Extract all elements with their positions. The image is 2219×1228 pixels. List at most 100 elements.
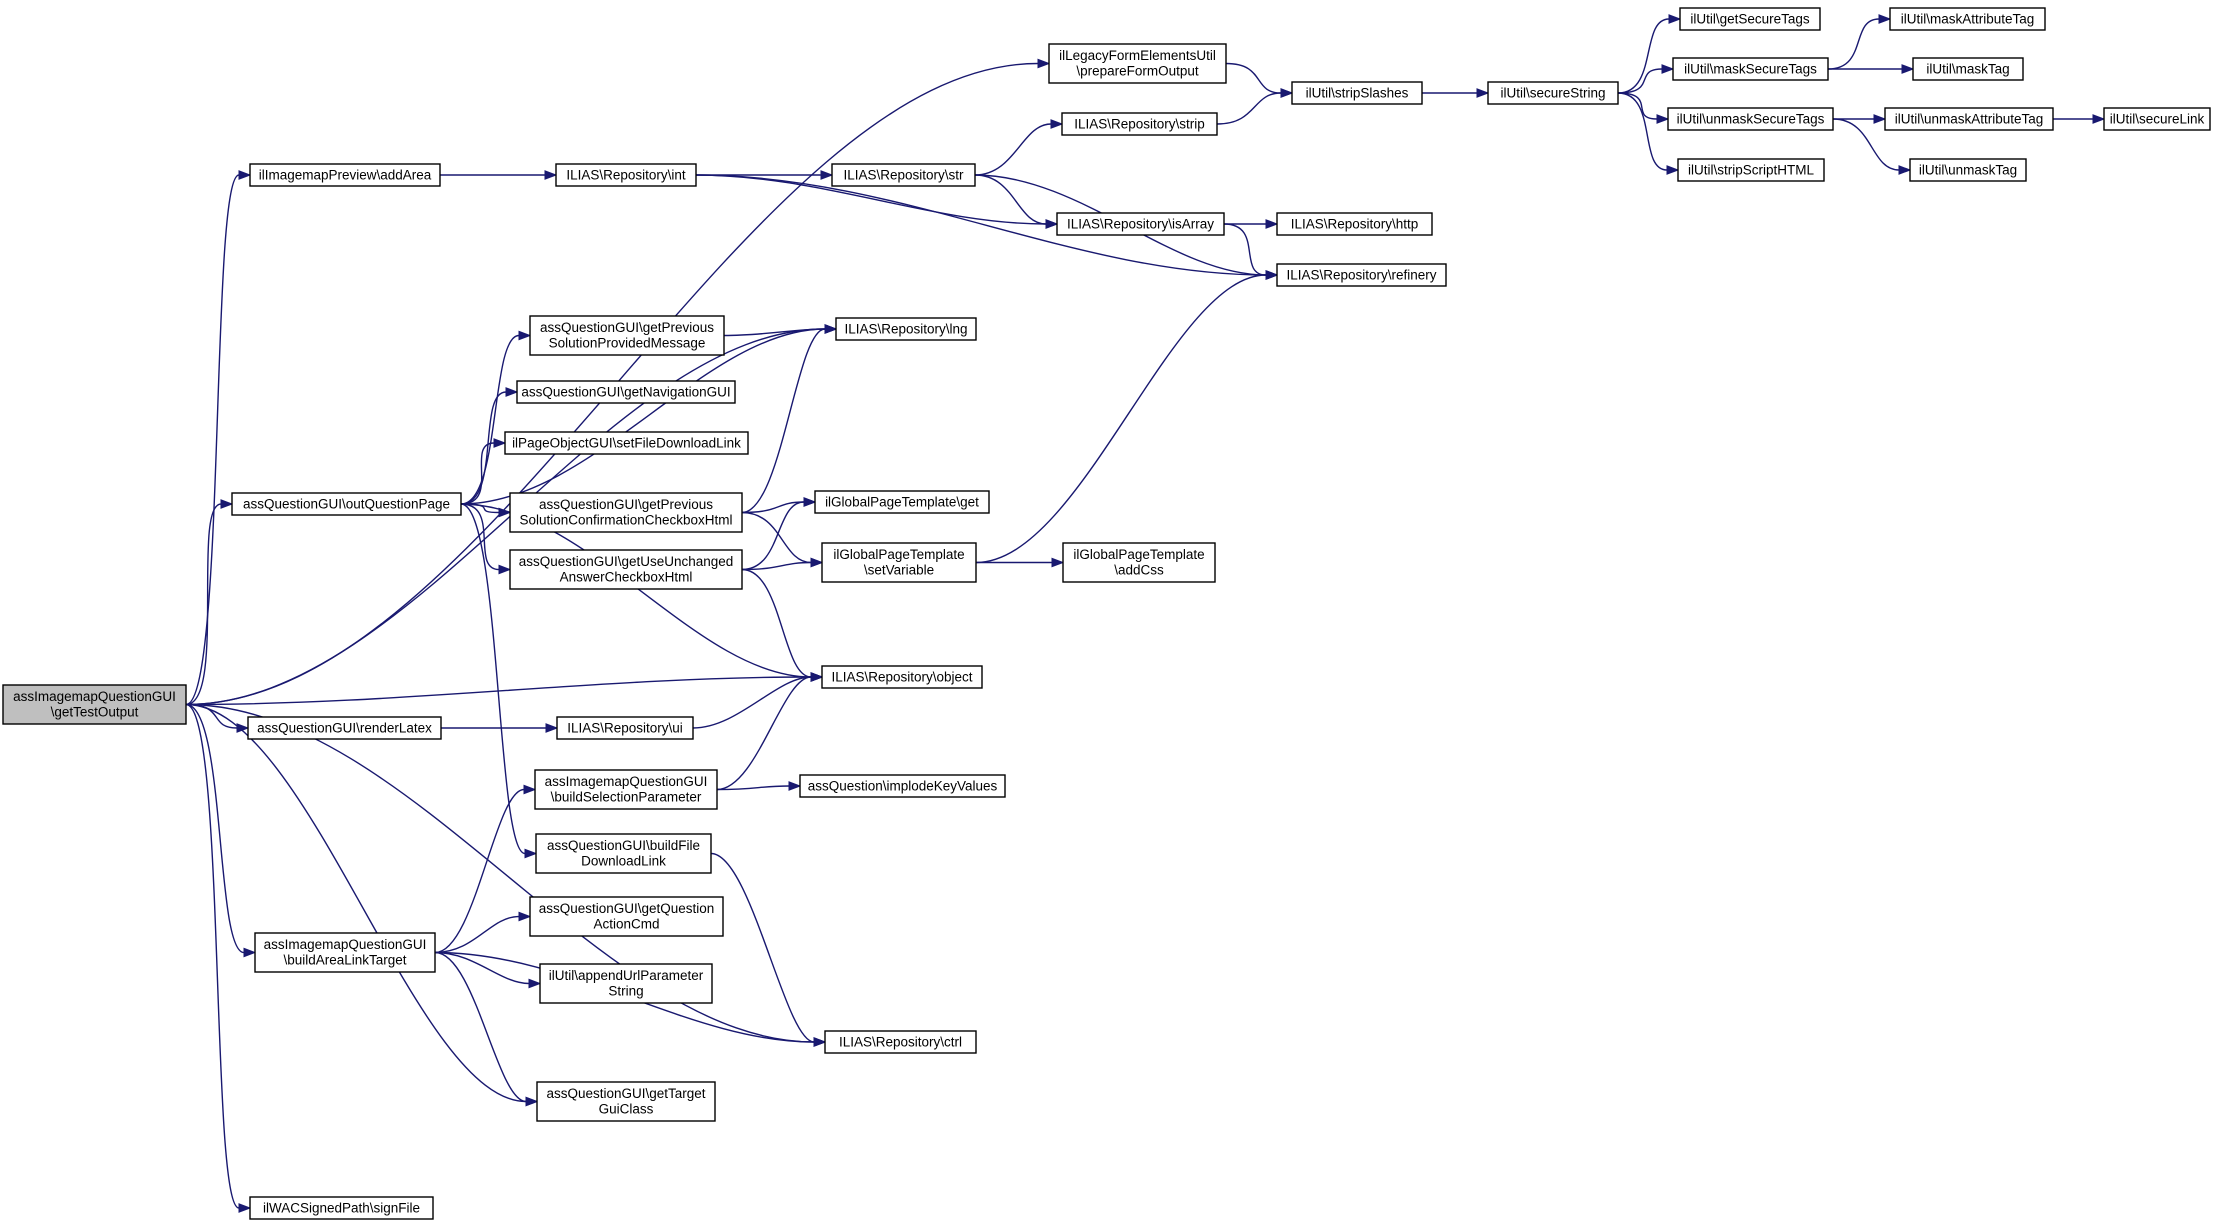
- node-mask-secure-tags[interactable]: ilUtil\maskSecureTags: [1672, 57, 1829, 81]
- node-unmask-secure-tags[interactable]: ilUtil\unmaskSecureTags: [1667, 107, 1834, 131]
- edge-build-area-link-to-get-target-gui: [434, 951, 527, 1103]
- edge-get-prev-conf-to-lng: [741, 328, 826, 514]
- node-render-latex[interactable]: assQuestionGUI\renderLatex: [247, 716, 442, 740]
- node-label: ILIAS\Repository\object: [831, 669, 972, 684]
- arrowhead-get-target-gui: [525, 1096, 539, 1107]
- node-box: [247, 716, 442, 740]
- arrowhead-refinery: [1265, 270, 1279, 280]
- node-get-use-unchanged[interactable]: assQuestionGUI\getUseUnchangedAnswerChec…: [509, 549, 743, 590]
- edge-secure-string-to-strip-script-html: [1617, 92, 1668, 171]
- node-box: [835, 317, 977, 341]
- node-label: assImagemapQuestionGUI: [264, 937, 427, 952]
- node-label: AnswerCheckboxHtml: [560, 570, 693, 585]
- node-label: ILIAS\Repository\str: [843, 167, 964, 182]
- node-secure-string[interactable]: ilUtil\secureString: [1487, 81, 1619, 105]
- node-label: assQuestionGUI\getNavigationGUI: [521, 384, 730, 399]
- arrowhead-gpt-get: [803, 497, 817, 507]
- node-label: assQuestion\implodeKeyValues: [808, 778, 998, 793]
- edge-legacy-to-strip-slashes: [1225, 62, 1282, 94]
- node-get-prev-conf[interactable]: assQuestionGUI\getPreviousSolutionConfir…: [509, 492, 743, 533]
- edge-gpt-set-var-to-refinery: [975, 274, 1267, 564]
- arrowhead-build-file-dl: [524, 848, 538, 859]
- node-build-area-link[interactable]: assImagemapQuestionGUI\buildAreaLinkTarg…: [254, 932, 436, 973]
- node-box: [1061, 112, 1218, 136]
- node-box: [231, 492, 462, 516]
- node-box: [1912, 57, 2024, 81]
- node-implode-kv[interactable]: assQuestion\implodeKeyValues: [799, 774, 1006, 798]
- arrowhead-mask-secure-tags: [1661, 64, 1675, 74]
- node-int[interactable]: ILIAS\Repository\int: [555, 163, 697, 187]
- node-get-nav-gui[interactable]: assQuestionGUI\getNavigationGUI: [516, 380, 736, 404]
- node-object[interactable]: ILIAS\Repository\object: [821, 665, 983, 689]
- arrowhead-is-array: [1045, 219, 1059, 229]
- node-box: [824, 1030, 977, 1054]
- node-refinery[interactable]: ILIAS\Repository\refinery: [1276, 263, 1447, 287]
- node-mask-attribute-tag[interactable]: ilUtil\maskAttributeTag: [1889, 7, 2046, 31]
- node-label: assQuestionGUI\buildFile: [547, 838, 700, 853]
- node-http[interactable]: ILIAS\Repository\http: [1276, 212, 1433, 236]
- node-strip-slashes[interactable]: ilUtil\stripSlashes: [1291, 81, 1423, 105]
- node-box: [249, 1196, 434, 1220]
- node-box: [2103, 107, 2211, 131]
- edge-ui-to-object: [692, 676, 812, 729]
- node-add-area[interactable]: ilImagemapPreview\addArea: [249, 163, 441, 187]
- arrowhead-lng: [824, 324, 838, 334]
- node-ui[interactable]: ILIAS\Repository\ui: [556, 716, 694, 740]
- node-box: [1276, 212, 1433, 236]
- node-sign-file[interactable]: ilWACSignedPath\signFile: [249, 1196, 434, 1220]
- node-box: [555, 163, 697, 187]
- node-label: SolutionProvidedMessage: [549, 336, 706, 351]
- node-out-qp[interactable]: assQuestionGUI\outQuestionPage: [231, 492, 462, 516]
- node-ctrl[interactable]: ILIAS\Repository\ctrl: [824, 1030, 977, 1054]
- node-box: [529, 896, 724, 937]
- node-build-sel[interactable]: assImagemapQuestionGUI\buildSelectionPar…: [534, 769, 718, 810]
- arrowhead-build-area-link: [243, 947, 257, 958]
- edge-get-prev-conf-to-gpt-set-var: [741, 511, 812, 564]
- node-unmask-attribute-tag[interactable]: ilUtil\unmaskAttributeTag: [1884, 107, 2054, 131]
- edge-is-array-to-refinery: [1223, 223, 1267, 276]
- node-legacy[interactable]: ilLegacyFormElementsUtil\prepareFormOutp…: [1048, 43, 1227, 84]
- edge-build-sel-to-implode-kv: [716, 785, 790, 791]
- node-gpt-add-css[interactable]: ilGlobalPageTemplate\addCss: [1062, 542, 1216, 583]
- node-secure-link[interactable]: ilUtil\secureLink: [2103, 107, 2211, 131]
- edge-root-to-object: [185, 676, 812, 706]
- node-strip[interactable]: ILIAS\Repository\strip: [1061, 112, 1218, 136]
- node-strip-script-html[interactable]: ilUtil\stripScriptHTML: [1677, 158, 1825, 182]
- node-root[interactable]: assImagemapQuestionGUI\getTestOutput: [2, 684, 187, 725]
- node-label: assQuestionGUI\getTarget: [546, 1086, 705, 1101]
- arrowhead-append-url: [528, 978, 542, 989]
- node-lng[interactable]: ILIAS\Repository\lng: [835, 317, 977, 341]
- node-mask-tag[interactable]: ilUtil\maskTag: [1912, 57, 2024, 81]
- node-label: ActionCmd: [593, 917, 659, 932]
- edge-layer: [185, 14, 2106, 1213]
- node-label: ilGlobalPageTemplate: [833, 547, 964, 562]
- edge-root-to-add-area: [185, 174, 240, 706]
- edge-secure-string-to-mask-secure-tags: [1617, 68, 1663, 94]
- node-box: [1889, 7, 2046, 31]
- node-label: ilUtil\unmaskSecureTags: [1677, 111, 1825, 126]
- node-label: ilUtil\secureString: [1500, 85, 1605, 100]
- node-label: ilWACSignedPath\signFile: [263, 1200, 420, 1215]
- node-is-array[interactable]: ILIAS\Repository\isArray: [1056, 212, 1225, 236]
- node-label: GuiClass: [599, 1102, 654, 1117]
- node-get-secure-tags[interactable]: ilUtil\getSecureTags: [1679, 7, 1821, 31]
- node-str[interactable]: ILIAS\Repository\str: [831, 163, 976, 187]
- node-gpt-set-var[interactable]: ilGlobalPageTemplate\setVariable: [821, 542, 977, 583]
- node-unmask-tag[interactable]: ilUtil\unmaskTag: [1909, 158, 2027, 182]
- node-label: assQuestionGUI\getUseUnchanged: [519, 554, 734, 569]
- node-gpt-get[interactable]: ilGlobalPageTemplate\get: [814, 490, 990, 514]
- arrowhead-get-nav-gui: [505, 387, 519, 397]
- node-label: ILIAS\Repository\isArray: [1067, 216, 1214, 231]
- arrowhead-mask-tag: [1901, 64, 1915, 74]
- node-set-file-dl[interactable]: ilPageObjectGUI\setFileDownloadLink: [504, 431, 749, 455]
- node-get-prev-msg[interactable]: assQuestionGUI\getPreviousSolutionProvid…: [529, 315, 725, 356]
- arrowhead-sign-file: [238, 1203, 252, 1213]
- node-label: ilGlobalPageTemplate\get: [825, 494, 979, 509]
- node-box: [831, 163, 976, 187]
- edge-build-file-dl-to-ctrl: [710, 852, 815, 1043]
- arrowhead-int: [544, 170, 558, 180]
